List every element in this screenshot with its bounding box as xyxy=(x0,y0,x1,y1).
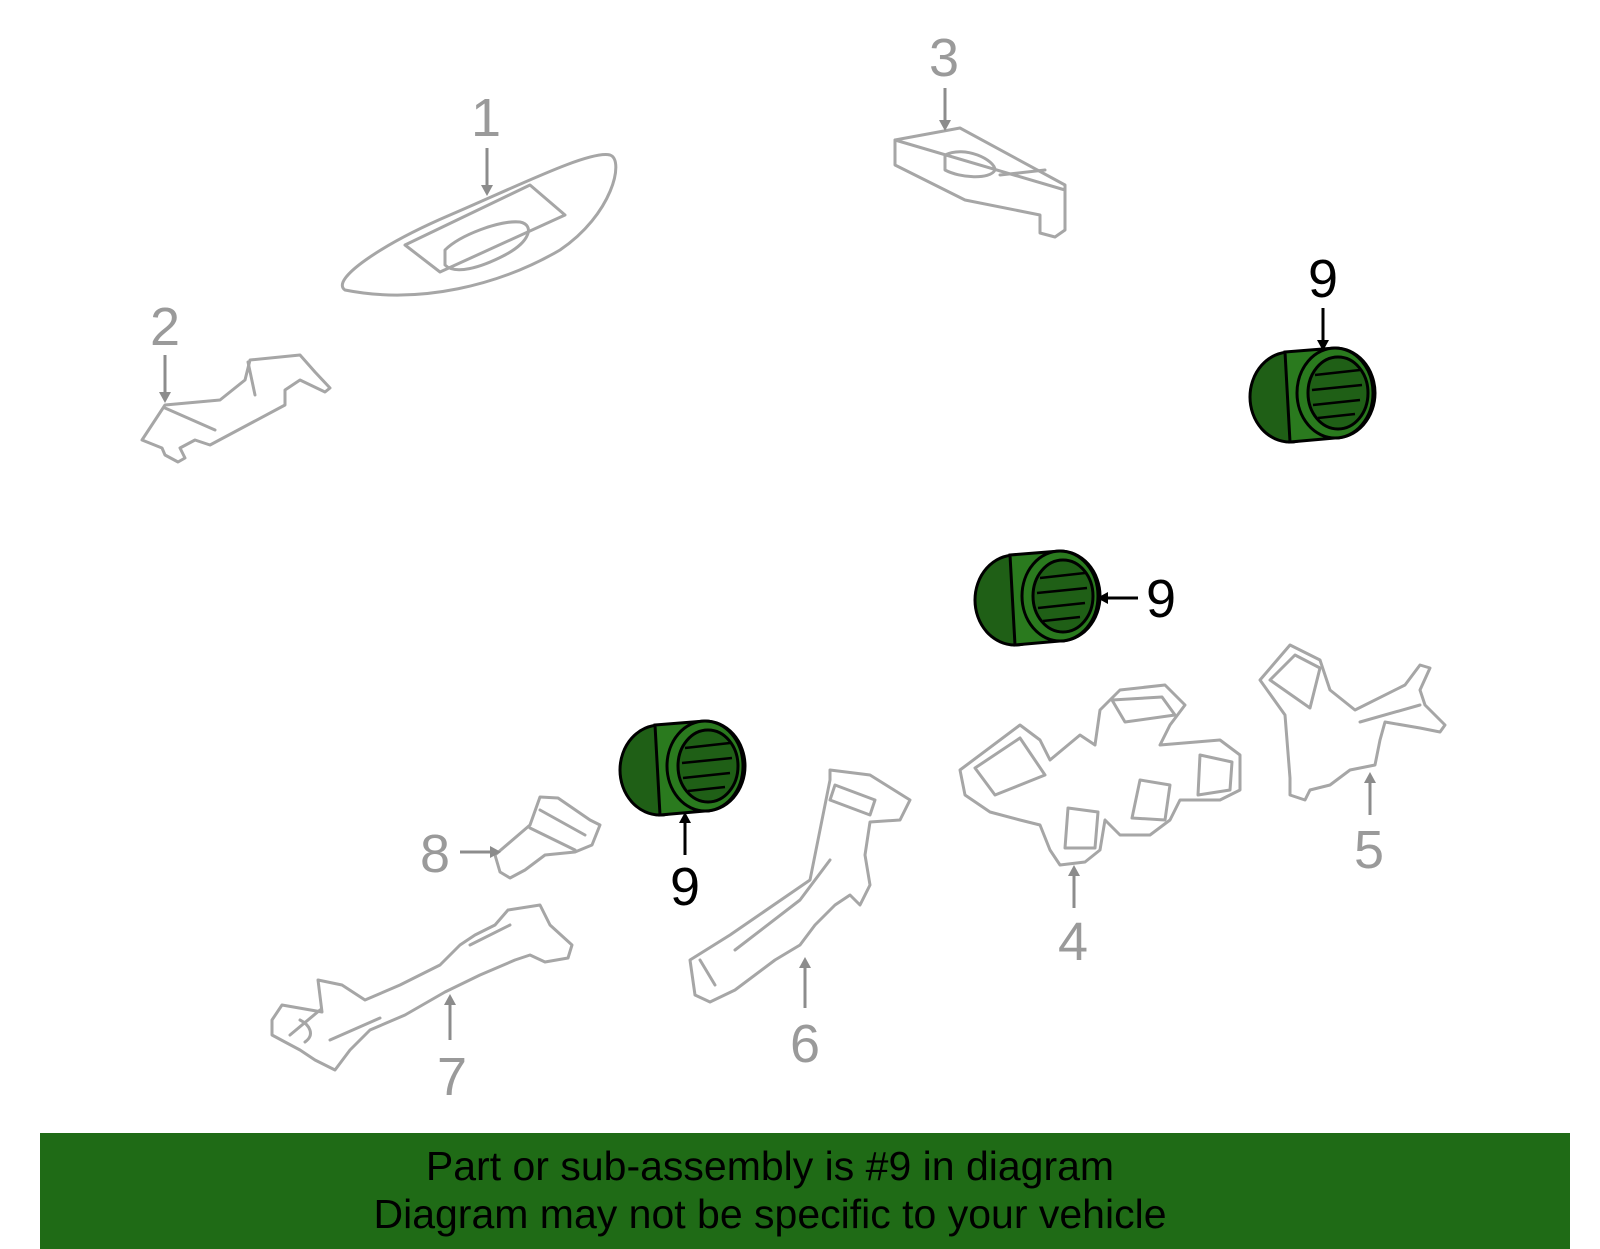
callout-4: 4 xyxy=(1058,912,1088,972)
arrowhead-4 xyxy=(1068,865,1080,876)
callout-9-lower: 9 xyxy=(670,857,700,917)
callout-6: 6 xyxy=(790,1014,820,1074)
callout-8: 8 xyxy=(420,824,450,884)
arrowhead-2 xyxy=(159,392,171,403)
part-2 xyxy=(140,353,332,464)
callout-3: 3 xyxy=(929,28,959,88)
part-5 xyxy=(1258,643,1447,802)
banner-line-2: Diagram may not be specific to your vehi… xyxy=(373,1191,1167,1237)
arrowhead-8 xyxy=(490,846,501,858)
part-6 xyxy=(688,768,912,1004)
arrowhead-6 xyxy=(799,957,811,968)
part-8 xyxy=(493,795,602,880)
part-9-vent-lower xyxy=(618,719,747,817)
banner-line-1: Part or sub-assembly is #9 in diagram xyxy=(425,1143,1115,1189)
arrowhead-7 xyxy=(444,994,456,1005)
arrowhead-5 xyxy=(1364,772,1376,783)
part-7 xyxy=(270,903,574,1072)
callout-9-middle: 9 xyxy=(1146,569,1176,629)
part-9-vent-upper xyxy=(1248,346,1377,444)
part-1 xyxy=(341,153,618,297)
callout-2: 2 xyxy=(150,297,180,357)
part-9-vent-middle xyxy=(973,549,1102,647)
part-4 xyxy=(958,683,1242,867)
arrowhead-3 xyxy=(939,120,951,131)
part-3 xyxy=(893,126,1067,239)
arrowhead-9-middle xyxy=(1097,592,1108,604)
callout-9-upper: 9 xyxy=(1308,249,1338,309)
arrowhead-9-upper xyxy=(1317,340,1329,351)
callout-7: 7 xyxy=(437,1047,467,1107)
callout-5: 5 xyxy=(1354,820,1384,880)
callout-1: 1 xyxy=(471,88,501,148)
arrowhead-1 xyxy=(481,185,493,196)
info-banner: Part or sub-assembly is #9 in diagram Di… xyxy=(40,1133,1570,1249)
arrowhead-9-lower xyxy=(679,812,691,823)
